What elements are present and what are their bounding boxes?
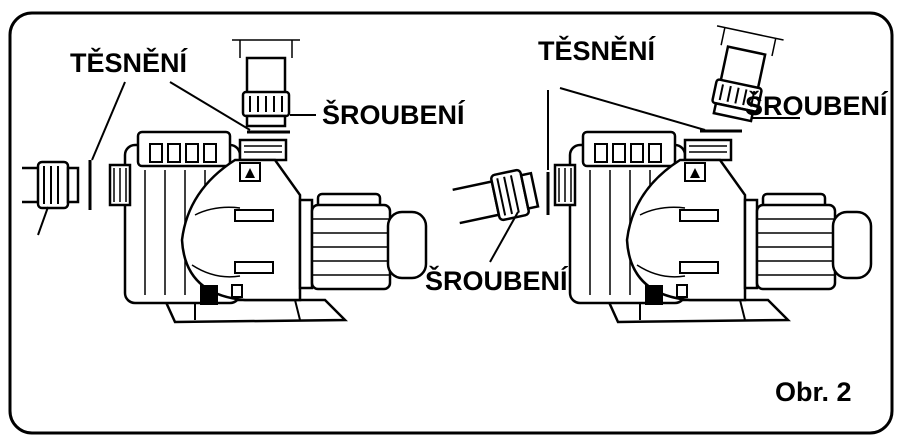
left-inlet-union: [22, 160, 92, 236]
left-gasket-label: TĚSNĚNÍ: [70, 47, 189, 78]
right-gasket-label: TĚSNĚNÍ: [538, 35, 657, 66]
right-side-union-label: ŠROUBENÍ: [425, 265, 569, 296]
left-top-union-label: ŠROUBENÍ: [322, 99, 466, 130]
left-pump: [108, 130, 428, 324]
right-top-union-label: ŠROUBENÍ: [745, 90, 889, 121]
figure-caption: Obr. 2: [775, 377, 852, 407]
right-pump: [553, 130, 873, 324]
left-outlet-union: [232, 39, 316, 134]
right-outlet-union: [710, 25, 784, 123]
